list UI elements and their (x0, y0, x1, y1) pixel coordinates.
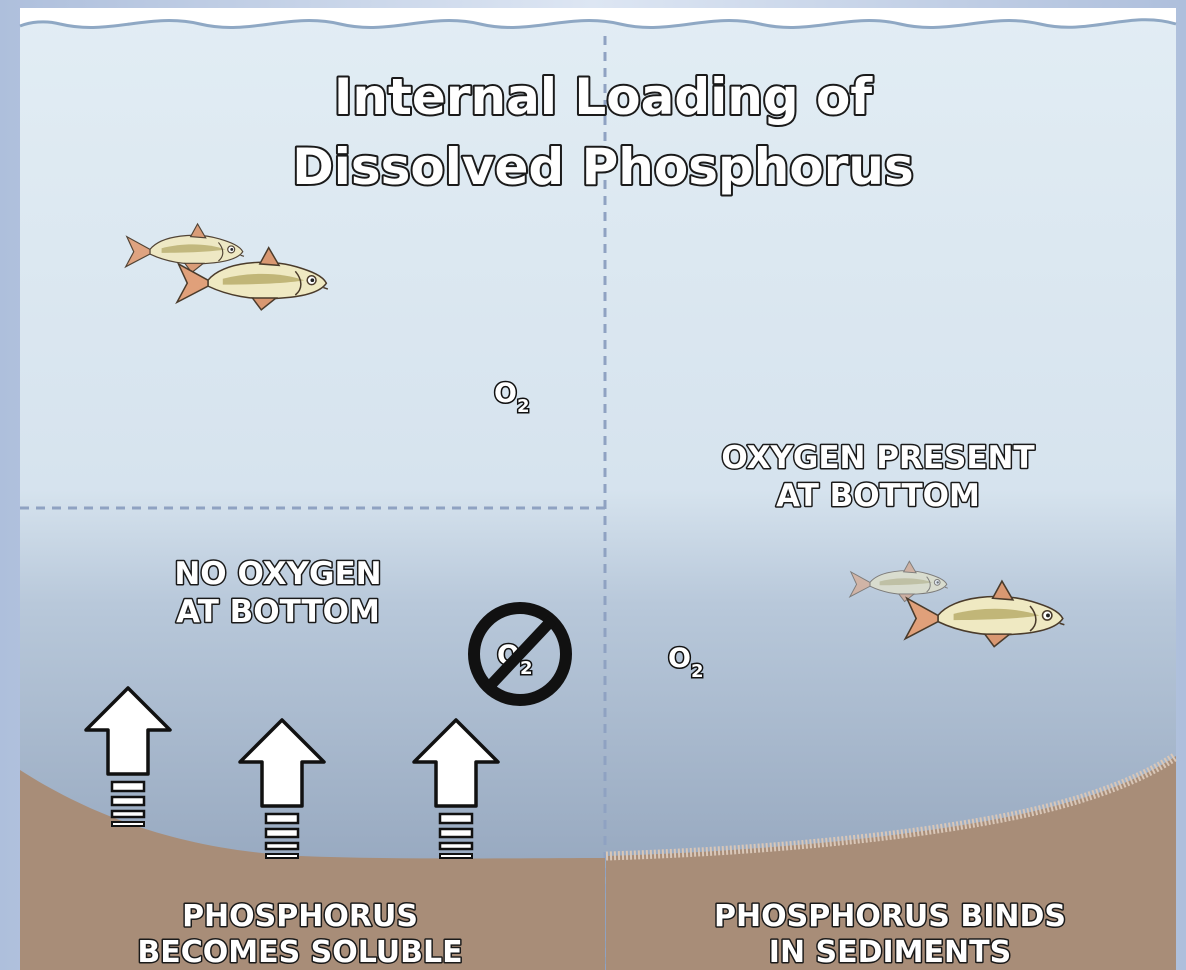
left-condition-line-1: NO OXYGEN (174, 556, 381, 592)
right-condition-line-2: AT BOTTOM (776, 478, 980, 514)
left-result-line-1: PHOSPHORUS (182, 899, 418, 934)
left-condition-line-2: AT BOTTOM (176, 594, 380, 630)
left-result-line-2: BECOMES SOLUBLE (137, 935, 462, 970)
right-result-line-2: IN SEDIMENTS (769, 935, 1011, 970)
title-line-2: Dissolved Phosphorus (292, 138, 913, 196)
title-line-1: Internal Loading of (334, 68, 874, 126)
right-condition-line-1: OXYGEN PRESENT (721, 440, 1034, 476)
right-result-line-1: PHOSPHORUS BINDS (714, 899, 1066, 934)
